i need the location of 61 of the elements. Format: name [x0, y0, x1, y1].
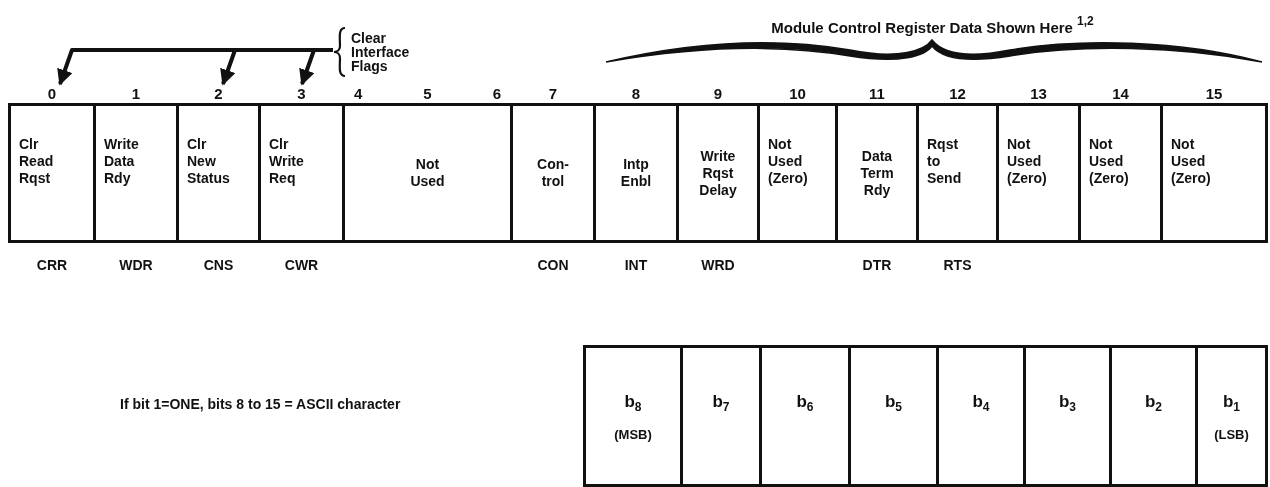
bit-number: 7 [548, 84, 558, 103]
bit-label: b$_{6}$ [796, 392, 814, 416]
flag-note: Clear Interface Flags [351, 31, 410, 73]
bit-description: Write Rqst Delay [699, 147, 737, 199]
bit-number: 10 [789, 84, 806, 103]
bit-mnemonic: CWR [284, 257, 319, 274]
bit-number: 13 [1030, 84, 1047, 103]
bit-description: Not Used (Zero) [768, 136, 808, 187]
bit-description: Rqst to Send [927, 136, 962, 187]
bit-number: 9 [713, 84, 723, 103]
bit-mnemonic: DTR [862, 257, 892, 274]
register-cell [759, 345, 851, 487]
bit-description: Clr New Status [187, 136, 230, 187]
bit-mnemonic: CNS [203, 257, 234, 274]
bit-number: 15 [1205, 84, 1223, 103]
bit-description: Con- trol [537, 156, 569, 190]
bit-description: Data Term Rdy [860, 147, 894, 199]
bit-mnemonic: WRD [701, 257, 735, 274]
bit-label: b$_{7}$ [712, 392, 730, 416]
bit-number: 12 [949, 84, 966, 103]
bit-number: 1 [131, 84, 141, 103]
bit-mnemonic: INT [624, 257, 648, 274]
bit-number: 14 [1112, 84, 1129, 103]
register-cell [936, 345, 1026, 487]
bit-description: Clr Write Req [269, 136, 304, 187]
bit-label: b$_{3}$ [1058, 392, 1077, 416]
register-cell [680, 345, 762, 487]
bit-number: 6 [492, 84, 501, 103]
register-cell [1195, 345, 1268, 487]
bit-mnemonic: CRR [36, 257, 68, 274]
register-cell [583, 345, 683, 487]
bit-label: b$_{2}$ [1144, 392, 1163, 416]
bit-number: 11 [869, 84, 885, 103]
bit-label: b$_{8}$ [624, 392, 642, 416]
register-cell [1109, 345, 1198, 487]
bit-number: 3 [297, 84, 306, 103]
bit-description: Not Used [410, 156, 445, 190]
arrow [299, 48, 333, 86]
bit-number: 2 [214, 84, 223, 103]
bit-number: 5 [423, 84, 432, 103]
bit-number: 4 [354, 84, 363, 103]
bit-description: Not Used (Zero) [1171, 136, 1211, 187]
bit-description: Intp Enbl [620, 156, 652, 190]
bit-number: 0 [47, 84, 57, 103]
bit-label: b$_{1}$ [1222, 392, 1241, 416]
register-cell [1023, 345, 1112, 487]
bit-note: (LSB) [1214, 427, 1249, 443]
bit-label: b$_{5}$ [884, 392, 903, 416]
bit-description: Clr Read Rqst [19, 136, 54, 187]
bit-description: Write Data Rdy [104, 136, 139, 187]
note-text: If bit 1=ONE, bits 8 to 15 = ASCII character [120, 396, 401, 412]
bit-number: 8 [631, 84, 641, 103]
bit-mnemonic: CON [537, 257, 569, 274]
bit-mnemonic: RTS [943, 257, 972, 274]
bit-description: Not Used (Zero) [1007, 136, 1047, 187]
bit-note: (MSB) [614, 427, 652, 443]
bit-mnemonic: WDR [119, 257, 153, 274]
brace-caption: Module Control Register Data Shown Here $^{1,2}$ [771, 14, 1094, 36]
bit-label: b$_{4}$ [972, 392, 990, 416]
register-cell [848, 345, 939, 487]
bit-description: Not Used (Zero) [1089, 136, 1129, 187]
